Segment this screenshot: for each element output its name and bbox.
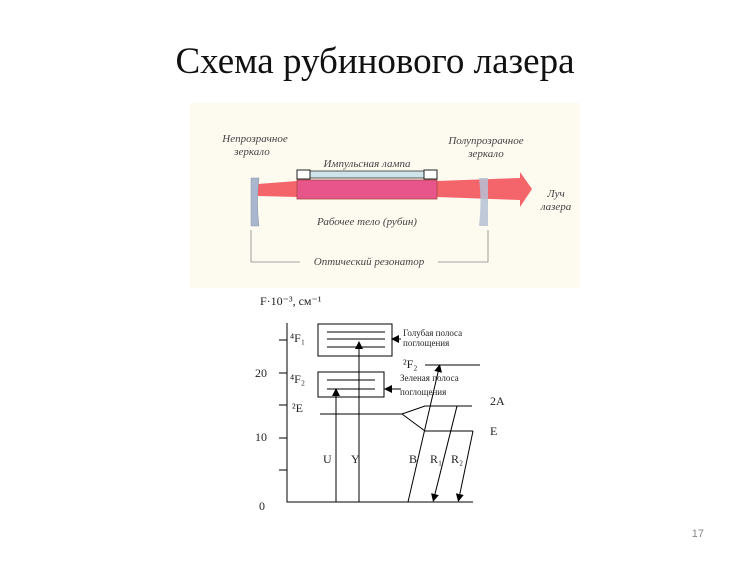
beam-label: Луч (546, 188, 565, 200)
level-4F2: ⁴F₂ (290, 372, 305, 386)
tick-0: 0 (259, 499, 265, 513)
laser-scheme: Непрозрачное зеркало Полупрозрачное зерк… (190, 103, 580, 288)
transition-R2: R₂ (451, 452, 463, 466)
transition-Y: Y (351, 452, 360, 466)
rod-label: Рабочее тело (рубин) (316, 216, 417, 228)
level-2F2: ²F₂ (403, 357, 417, 371)
beam-label-2: лазера (540, 201, 572, 213)
slide-title: Схема рубинового лазера (175, 41, 575, 82)
transition-R1: R₁ (430, 452, 442, 466)
green-band-label-2: поглощения (400, 387, 446, 397)
page-number: 17 (691, 528, 704, 540)
left-mirror-label: Непрозрачное (221, 133, 288, 145)
left-mirror-label-2: зеркало (233, 146, 270, 158)
level-E: E (490, 424, 497, 438)
level-2E: ²E (292, 401, 303, 415)
ruby-rod (296, 179, 438, 200)
level-2A: 2A (490, 394, 505, 408)
lamp-label: Импульсная лампа (322, 158, 411, 170)
green-band-label: Зеленая полоса (400, 373, 459, 383)
right-mirror-label: Полупрозрачное (447, 135, 523, 147)
tick-20: 20 (255, 366, 267, 380)
level-4F1: ⁴F₁ (290, 331, 305, 345)
opaque-mirror (250, 177, 260, 227)
tick-10: 10 (255, 430, 267, 444)
right-mirror-label-2: зеркало (467, 148, 504, 160)
blue-band-label-2: поглощения (403, 338, 449, 348)
resonator-label: Оптический резонатор (314, 256, 425, 268)
blue-band-label: Голубая полоса (403, 328, 462, 338)
flash-lamp (296, 170, 438, 179)
energy-level-diagram (279, 323, 480, 503)
axis-label: F·10⁻³, см⁻¹ (260, 294, 322, 308)
energy-labels: F·10⁻³, см⁻¹ 0 10 20 ⁴F₁ ⁴F₂ ²E ²F₂ 2A E… (255, 294, 505, 513)
semitransparent-mirror (479, 178, 488, 226)
transition-U: U (323, 452, 332, 466)
transition-B: B (409, 452, 417, 466)
